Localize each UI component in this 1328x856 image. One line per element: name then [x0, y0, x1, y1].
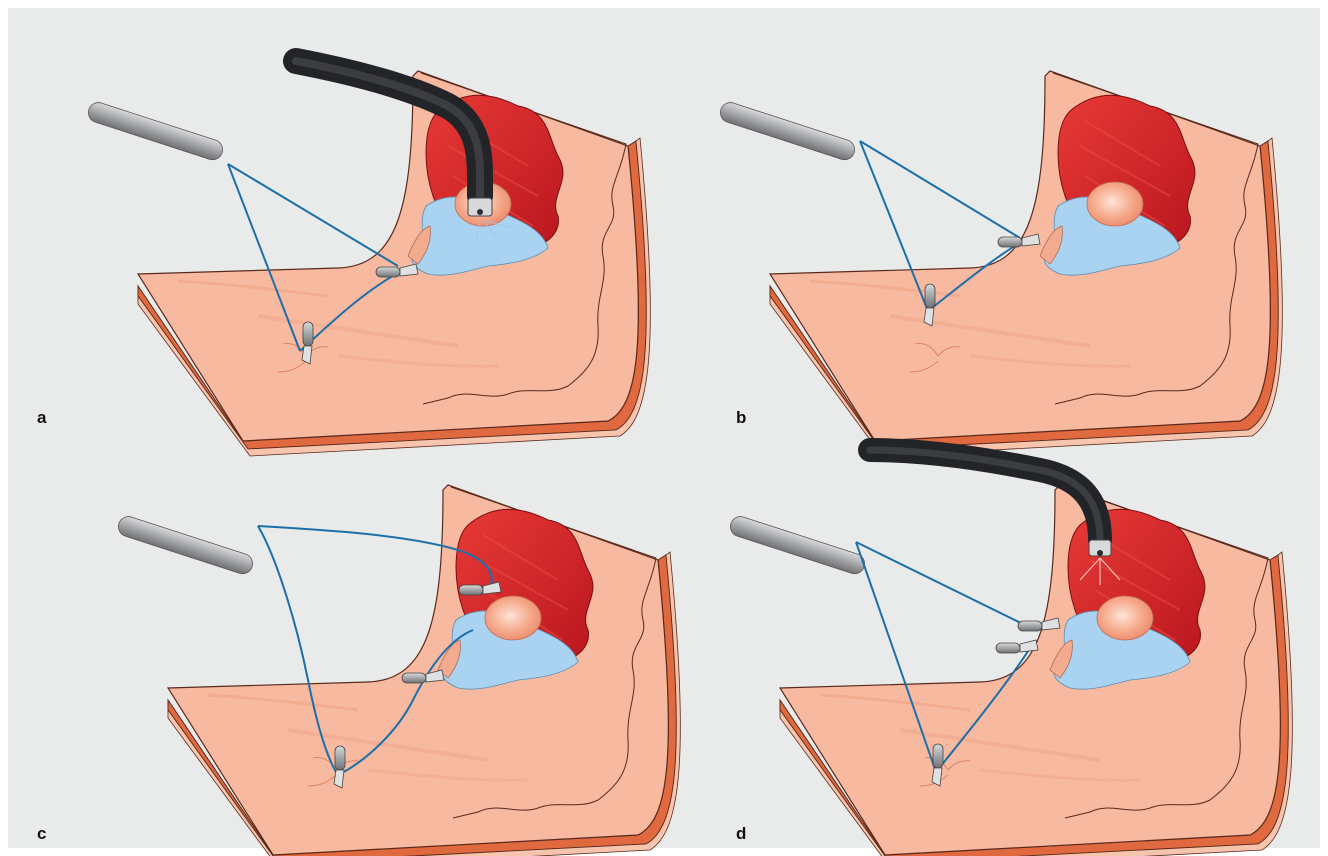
panel-c-illustration: [28, 430, 668, 846]
panel-label-c: c: [37, 824, 46, 844]
panel-label-b: b: [736, 408, 746, 428]
panel-label-d: d: [736, 824, 746, 844]
panel-a-illustration: [28, 16, 668, 432]
panel-label-a: a: [37, 408, 46, 428]
panel-b-illustration: [660, 16, 1300, 432]
panel-d-illustration: [660, 430, 1300, 846]
panel-d: d: [660, 430, 1300, 846]
panel-b: b: [660, 16, 1300, 432]
panel-c: c: [28, 430, 668, 846]
figure: a b c d: [8, 8, 1320, 848]
panel-a: a: [28, 16, 668, 432]
